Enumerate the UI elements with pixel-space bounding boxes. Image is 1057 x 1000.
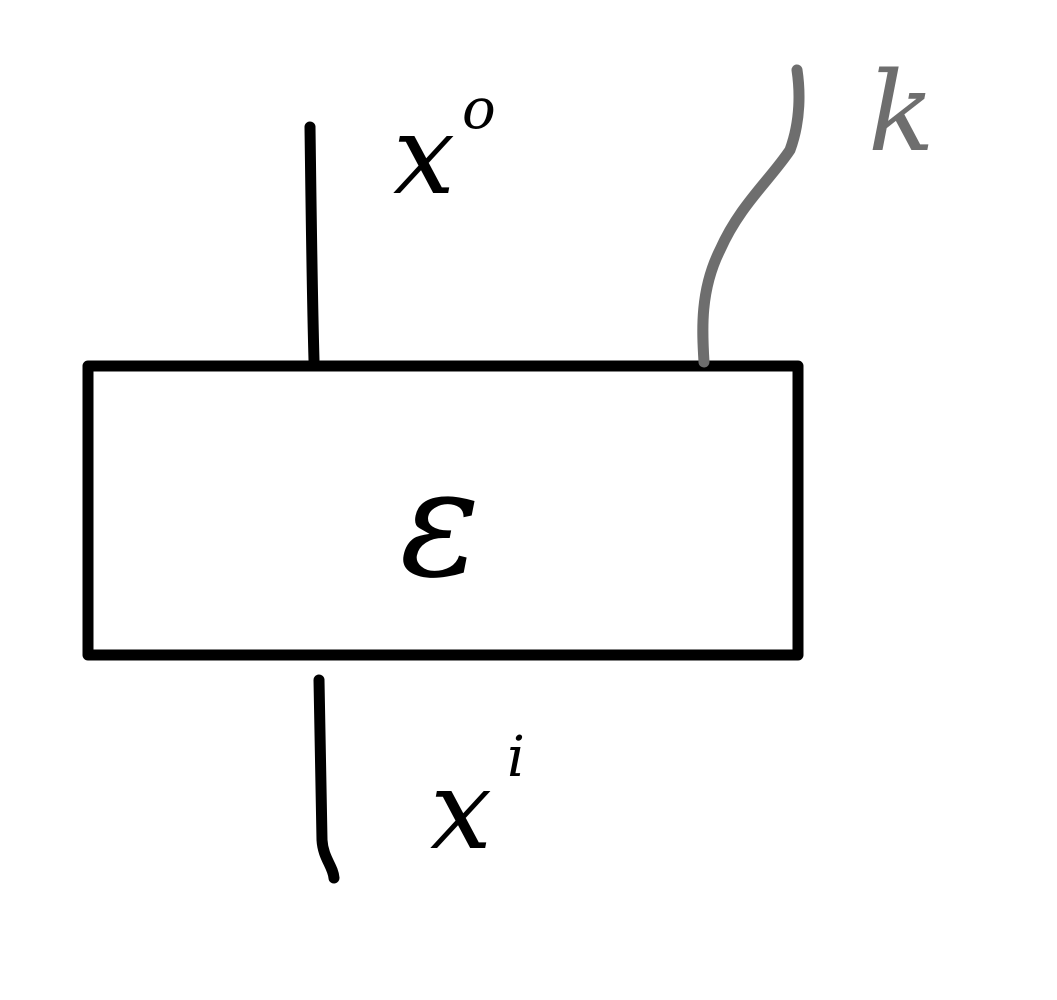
input-wire-superscript: i [507,725,525,790]
key-wire [697,64,805,368]
key-wire-label: k [868,48,935,176]
box-label: ε [400,437,481,611]
input-wire-label: x [430,746,492,874]
input-wire [313,674,340,884]
process-box [82,360,804,661]
output-wire-superscript: o [462,77,496,142]
output-wire [304,121,320,366]
output-wire-label: x [393,91,455,219]
